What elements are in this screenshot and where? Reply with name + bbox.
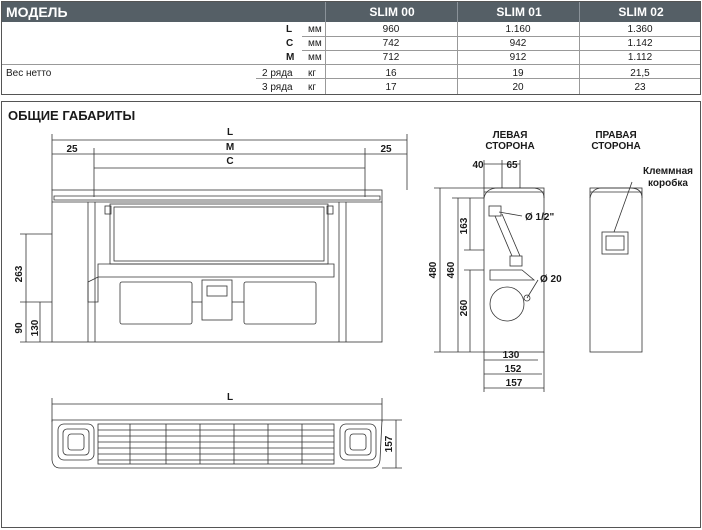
unit-label: мм [308, 38, 322, 49]
col-slim-00: SLIM 00 [369, 5, 415, 19]
dim-C: C [226, 156, 233, 167]
model-header: МОДЕЛЬ [6, 4, 68, 20]
dim-h163: 163 [459, 217, 470, 234]
dim-w152: 152 [505, 364, 522, 375]
value-cell: 1.360 [627, 24, 653, 35]
param-label: M [286, 52, 295, 63]
terminal-box-label: Клеммная [643, 166, 693, 177]
value-cell: 21,5 [630, 68, 650, 79]
dim-h130: 130 [30, 319, 41, 336]
right-side-view [589, 181, 643, 353]
top-dim-h157: 157 [384, 435, 395, 452]
dim-side-right: 25 [380, 144, 392, 155]
table-row: L мм 960 1.160 1.360 [2, 23, 700, 37]
value-cell: 23 [634, 82, 646, 93]
col-slim-01: SLIM 01 [496, 5, 542, 19]
table-header: МОДЕЛЬ SLIM 00 SLIM 01 SLIM 02 [2, 2, 700, 22]
spec-table: МОДЕЛЬ SLIM 00 SLIM 01 SLIM 02 L мм 960 … [1, 1, 701, 95]
unit-label: мм [308, 52, 322, 63]
right-side-title: ПРАВАЯ [595, 130, 636, 141]
front-view [20, 134, 408, 343]
value-cell: 1.142 [627, 38, 653, 49]
dim-side-left: 25 [66, 144, 78, 155]
top-dim-L: L [227, 392, 233, 403]
param-label: L [286, 24, 293, 35]
left-side-title: ЛЕВАЯ [493, 130, 528, 141]
value-cell: 17 [385, 82, 397, 93]
dim-h263: 263 [14, 265, 25, 282]
dim-h480: 480 [428, 261, 439, 278]
param-label: C [286, 38, 294, 49]
value-cell: 712 [382, 52, 400, 63]
dim-L: L [227, 127, 233, 138]
dim-h90: 90 [14, 322, 25, 334]
left-side-subtitle: СТОРОНА [485, 141, 534, 152]
dim-M: M [226, 142, 234, 153]
value-cell: 20 [512, 82, 524, 93]
param-label: 3 ряда [262, 82, 293, 93]
table-row: C мм 742 942 1.142 [2, 37, 700, 51]
top-view [51, 398, 402, 469]
value-cell: 942 [509, 38, 527, 49]
value-cell: 1.160 [505, 24, 531, 35]
dim-65: 65 [506, 160, 518, 171]
dim-h260: 260 [459, 299, 470, 316]
left-side-view [434, 160, 545, 392]
value-cell: 960 [382, 24, 400, 35]
value-cell: 16 [385, 68, 397, 79]
dim-h460: 460 [446, 261, 457, 278]
group-label: Вес нетто [6, 68, 52, 79]
table-row: Вес нетто 2 ряда кг 16 19 21,5 [2, 67, 700, 81]
value-cell: 1.112 [627, 52, 653, 63]
dim-w130: 130 [503, 350, 520, 361]
unit-label: кг [308, 68, 317, 79]
pipe-diameter: Ø 1/2" [525, 212, 554, 223]
dim-40: 40 [472, 160, 484, 171]
technical-drawing: L M C 25 25 263 90 130 ЛЕВАЯ СТОРОНА 40 … [14, 127, 693, 469]
value-cell: 742 [382, 38, 400, 49]
right-side-subtitle: СТОРОНА [591, 141, 640, 152]
terminal-box-label-2: коробка [648, 177, 688, 189]
table-row: M мм 712 912 1.112 [2, 51, 700, 65]
value-cell: 19 [512, 68, 524, 79]
unit-label: мм [308, 24, 322, 35]
param-label: 2 ряда [262, 68, 293, 79]
drawing-title: ОБЩИЕ ГАБАРИТЫ [8, 108, 136, 123]
col-slim-02: SLIM 02 [618, 5, 664, 19]
drain-diameter: Ø 20 [540, 274, 562, 285]
value-cell: 912 [509, 52, 527, 63]
dim-w157: 157 [506, 378, 523, 389]
table-row: 3 ряда кг 17 20 23 [2, 81, 700, 95]
unit-label: кг [308, 82, 317, 93]
drawing-panel: ОБЩИЕ ГАБАРИТЫ [1, 101, 701, 528]
